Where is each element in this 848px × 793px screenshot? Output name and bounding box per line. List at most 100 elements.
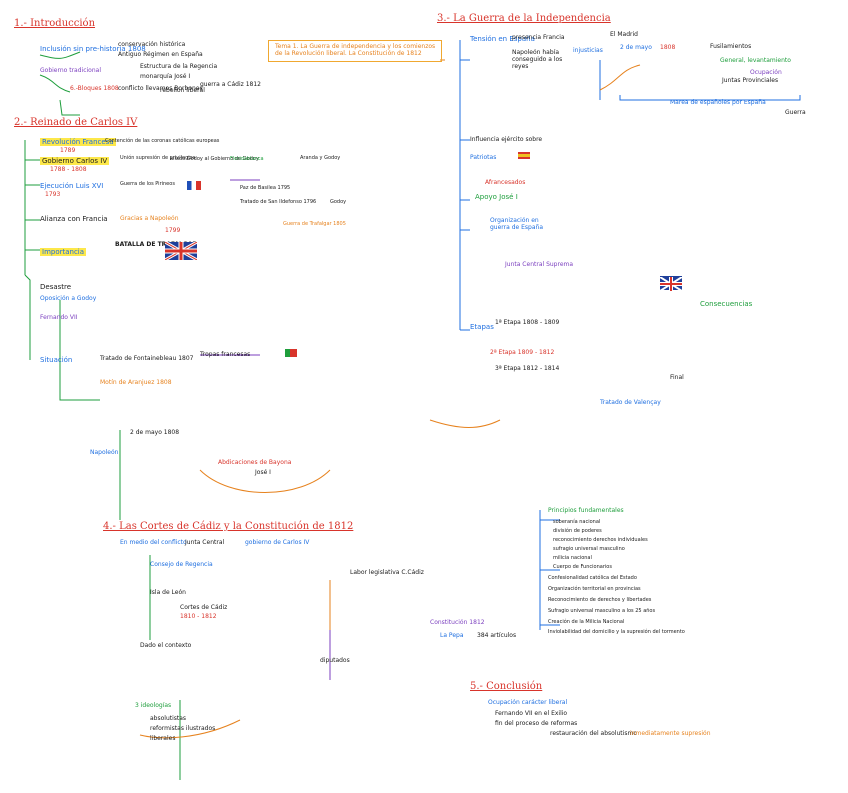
uk-flag-icon	[164, 240, 198, 262]
principle-item: Creación de la Milicia Nacional	[548, 619, 625, 625]
intro-item: Gobierno tradicional	[40, 67, 101, 74]
date: 1789	[60, 147, 76, 154]
note: liberales	[150, 735, 176, 742]
note: Ocupación	[750, 69, 782, 76]
note: Guerra de los Pirineos	[120, 181, 175, 187]
principle-item: división de poderes	[553, 528, 602, 534]
note: Patriotas	[470, 154, 497, 161]
topic-consecuencias: Consecuencias	[700, 300, 753, 308]
section-4-heading: 4.- Las Cortes de Cádiz y la Constitució…	[103, 521, 354, 532]
intro-item: Inclusión sin pre-historia 1808	[40, 45, 146, 53]
topic-principios: Principios fundamentales	[548, 507, 624, 514]
note: Gracias a Napoleón	[120, 215, 179, 222]
intro-item: monarquía José I	[140, 73, 191, 80]
topic-title-box: Tema 1. La Guerra de independencia y los…	[268, 40, 443, 62]
principle-item: soberanía nacional	[553, 519, 601, 525]
note: Godoy	[330, 199, 347, 205]
intro-item: Estructura de la Regencia	[140, 63, 218, 70]
note: Napoleón	[90, 449, 119, 456]
note: aliado Godoy al Gobierno de Godoy	[170, 156, 259, 162]
note: diputados	[320, 657, 350, 664]
principle-item: milicia nacional	[553, 555, 592, 561]
topic-tension: Tensión en España	[470, 35, 535, 43]
topic-dado-contexto: Dado el contexto	[140, 642, 192, 649]
conclusion-item: Fernando VII en el Exilio	[495, 710, 568, 717]
uk-flag-icon	[659, 276, 683, 292]
note: La Pepa	[440, 632, 464, 639]
note: 2 de mayo	[620, 44, 652, 51]
note: Contención de las coronas católicas euro…	[105, 138, 220, 144]
note: Tratado de San Ildefonso 1796	[240, 199, 317, 205]
note: Paz de Basilea 1795	[240, 185, 291, 191]
note: Consejo de Regencia	[150, 561, 213, 568]
note: José I	[255, 469, 271, 476]
topic-title-line-1: Tema 1. La Guerra de independencia y los…	[275, 43, 436, 50]
spain-flag-icon	[518, 152, 530, 159]
note: Tropas francesas	[200, 351, 251, 358]
note: presencia Francia	[512, 34, 565, 41]
note: Fusilamientos	[710, 43, 752, 50]
intro-item: guerra a Cádiz 1812	[200, 81, 261, 88]
note: 384 artículos	[477, 632, 517, 639]
topic-ejecucion: Ejecución Luis XVI	[40, 182, 104, 190]
note: Constitución 1812	[430, 619, 485, 626]
note: 2 de mayo 1808	[130, 429, 180, 436]
section-3-heading: 3.- La Guerra de la Independencia	[437, 13, 611, 24]
principle-item: Organización territorial en provincias	[548, 586, 641, 592]
intro-item: Antiguo Régimen en España	[118, 51, 203, 58]
note: gobierno de Carlos IV	[245, 539, 310, 546]
note: Aranda y Godoy	[300, 155, 341, 161]
date: 1808	[660, 44, 676, 51]
section-1-heading: 1.- Introducción	[14, 18, 96, 29]
note: Unión supresión de privilegios	[120, 155, 196, 161]
note: Guerra	[785, 109, 806, 116]
note: Oposición a Godoy	[40, 295, 97, 302]
note: Tratado de Fontainebleau 1807	[100, 355, 194, 362]
principle-item: Cuerpo de Funcionarios	[553, 564, 612, 570]
note: Isla de León	[150, 589, 186, 596]
section-2-heading: 2.- Reinado de Carlos IV	[14, 117, 138, 128]
topic-etapas: Etapas	[470, 323, 494, 331]
note: Organización en guerra de España	[490, 217, 544, 231]
note: Influencia ejército sobre	[470, 136, 543, 143]
note: Marea de españoles por España	[670, 99, 766, 106]
topic-apoyo: Apoyo José I	[475, 193, 518, 201]
intro-item: 6.-Bloques 1808	[70, 85, 119, 92]
note: General, levantamiento	[720, 57, 791, 64]
conclusion-item: restauración del absolutismo	[550, 730, 637, 737]
date: 1799	[165, 227, 181, 234]
note: 1ª Etapa 1808 - 1809	[495, 319, 560, 326]
note: Tratado de Valençay	[600, 399, 661, 406]
note: Guerra de Trafalgar 1805	[283, 221, 346, 227]
note: 3ª Etapa 1812 - 1814	[495, 365, 560, 372]
note: El Madrid	[610, 31, 638, 38]
note: Final	[670, 374, 684, 381]
topic-desastre: Desastre	[40, 283, 72, 291]
batalla-trafalgar-label: BATALLA DE TRAFALGAR	[115, 241, 197, 248]
topic-revolucion-francesa: Revolución Francesa	[40, 138, 116, 146]
portugal-flag-icon	[285, 349, 297, 357]
principle-item: Confesionalidad católica del Estado	[548, 575, 637, 581]
france-flag-icon	[187, 181, 201, 190]
note: Junta Central	[185, 539, 225, 546]
conclusion-item: fin del proceso de reformas	[495, 720, 578, 727]
principle-item: Reconocimiento de derechos y libertades	[548, 597, 652, 603]
topic-alianza: Alianza con Francia	[40, 215, 108, 223]
section-5-heading: 5.- Conclusión	[470, 681, 543, 692]
intro-item: conflicto llevamos Borbones	[118, 85, 203, 92]
date: 1793	[45, 191, 61, 198]
note: 2ª Etapa 1809 - 1812	[490, 349, 555, 356]
conclusion-item: inmediatamente supresión	[630, 730, 711, 737]
note: Motín de Aranjuez 1808	[100, 379, 172, 386]
principle-item: Inviolabilidad del domicilio y la supres…	[548, 629, 685, 635]
topic-gobierno-carlos: Gobierno Carlos IV	[40, 157, 110, 165]
topic-importancia: Importancia	[40, 248, 87, 256]
principle-item: reconocimiento derechos individuales	[553, 537, 648, 543]
note: Afrancesados	[485, 179, 526, 186]
note: Fernando VII	[40, 314, 78, 321]
note: Cortes de Cádiz	[180, 604, 228, 611]
principle-item: sufragio universal masculino	[553, 546, 625, 552]
topic-medio: En medio del conflicto	[120, 539, 187, 546]
conclusion-item: Ocupación carácter liberal	[488, 699, 568, 706]
note: reformistas ilustrados	[150, 725, 216, 732]
